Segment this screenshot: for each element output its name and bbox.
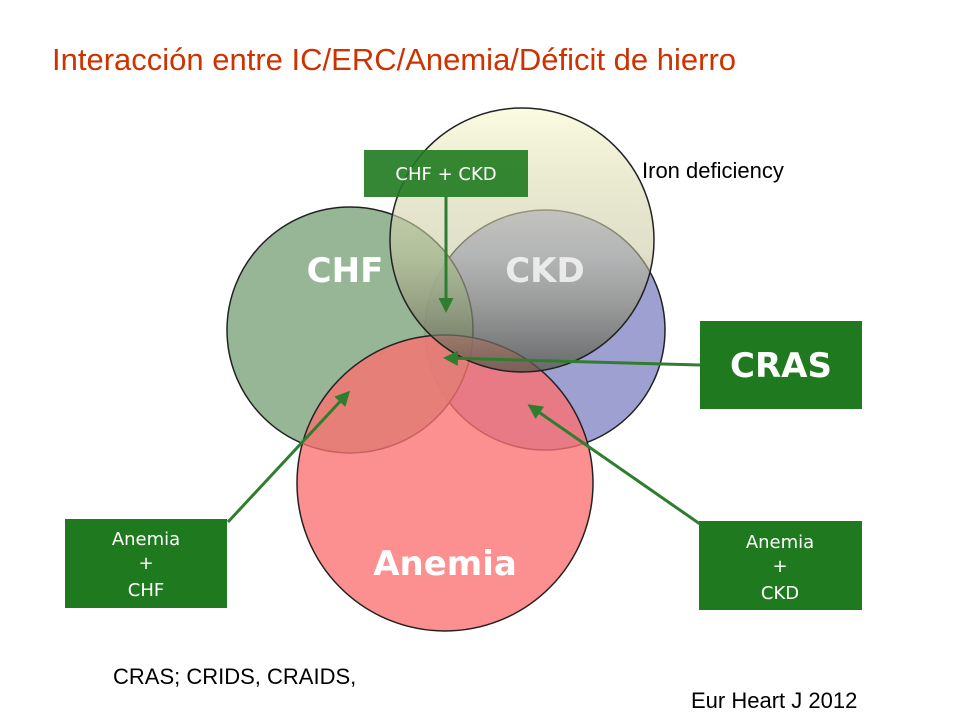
iron-deficiency-label: Iron deficiency (642, 158, 784, 183)
arrow-anemia-ckd (527, 404, 701, 526)
anemia-circle (296, 334, 594, 632)
iron-deficiency-circle (389, 107, 655, 373)
arrow-cras (443, 350, 701, 367)
arrow-anemia-chf (226, 390, 351, 524)
anemia-chf-box-line2: + (138, 553, 153, 574)
chf-ckd-box-label: CHF + CKD (395, 164, 496, 185)
anemia-ckd-box-line1: Anemia (746, 532, 814, 553)
slide-title: Interacción entre IC/ERC/Anemia/Déficit … (52, 42, 737, 77)
anemia-ckd-box-line3: CKD (761, 583, 799, 604)
chf-label: CHF (307, 251, 384, 291)
anemia-chf-box-line3: CHF (128, 580, 164, 601)
cras-box-label: CRAS (730, 346, 832, 386)
cras-box (700, 321, 862, 409)
anemia-chf-box (65, 519, 227, 608)
anemia-label: Anemia (373, 544, 517, 584)
anemia-chf-box-line1: Anemia (112, 529, 180, 550)
footnote: CRAS; CRIDS, CRAIDS, (113, 664, 357, 689)
ckd-label: CKD (505, 251, 585, 291)
anemia-ckd-box (699, 521, 862, 610)
citation: Eur Heart J 2012 (691, 688, 858, 713)
chf-ckd-box (364, 150, 528, 197)
anemia-ckd-box-line2: + (772, 556, 787, 577)
